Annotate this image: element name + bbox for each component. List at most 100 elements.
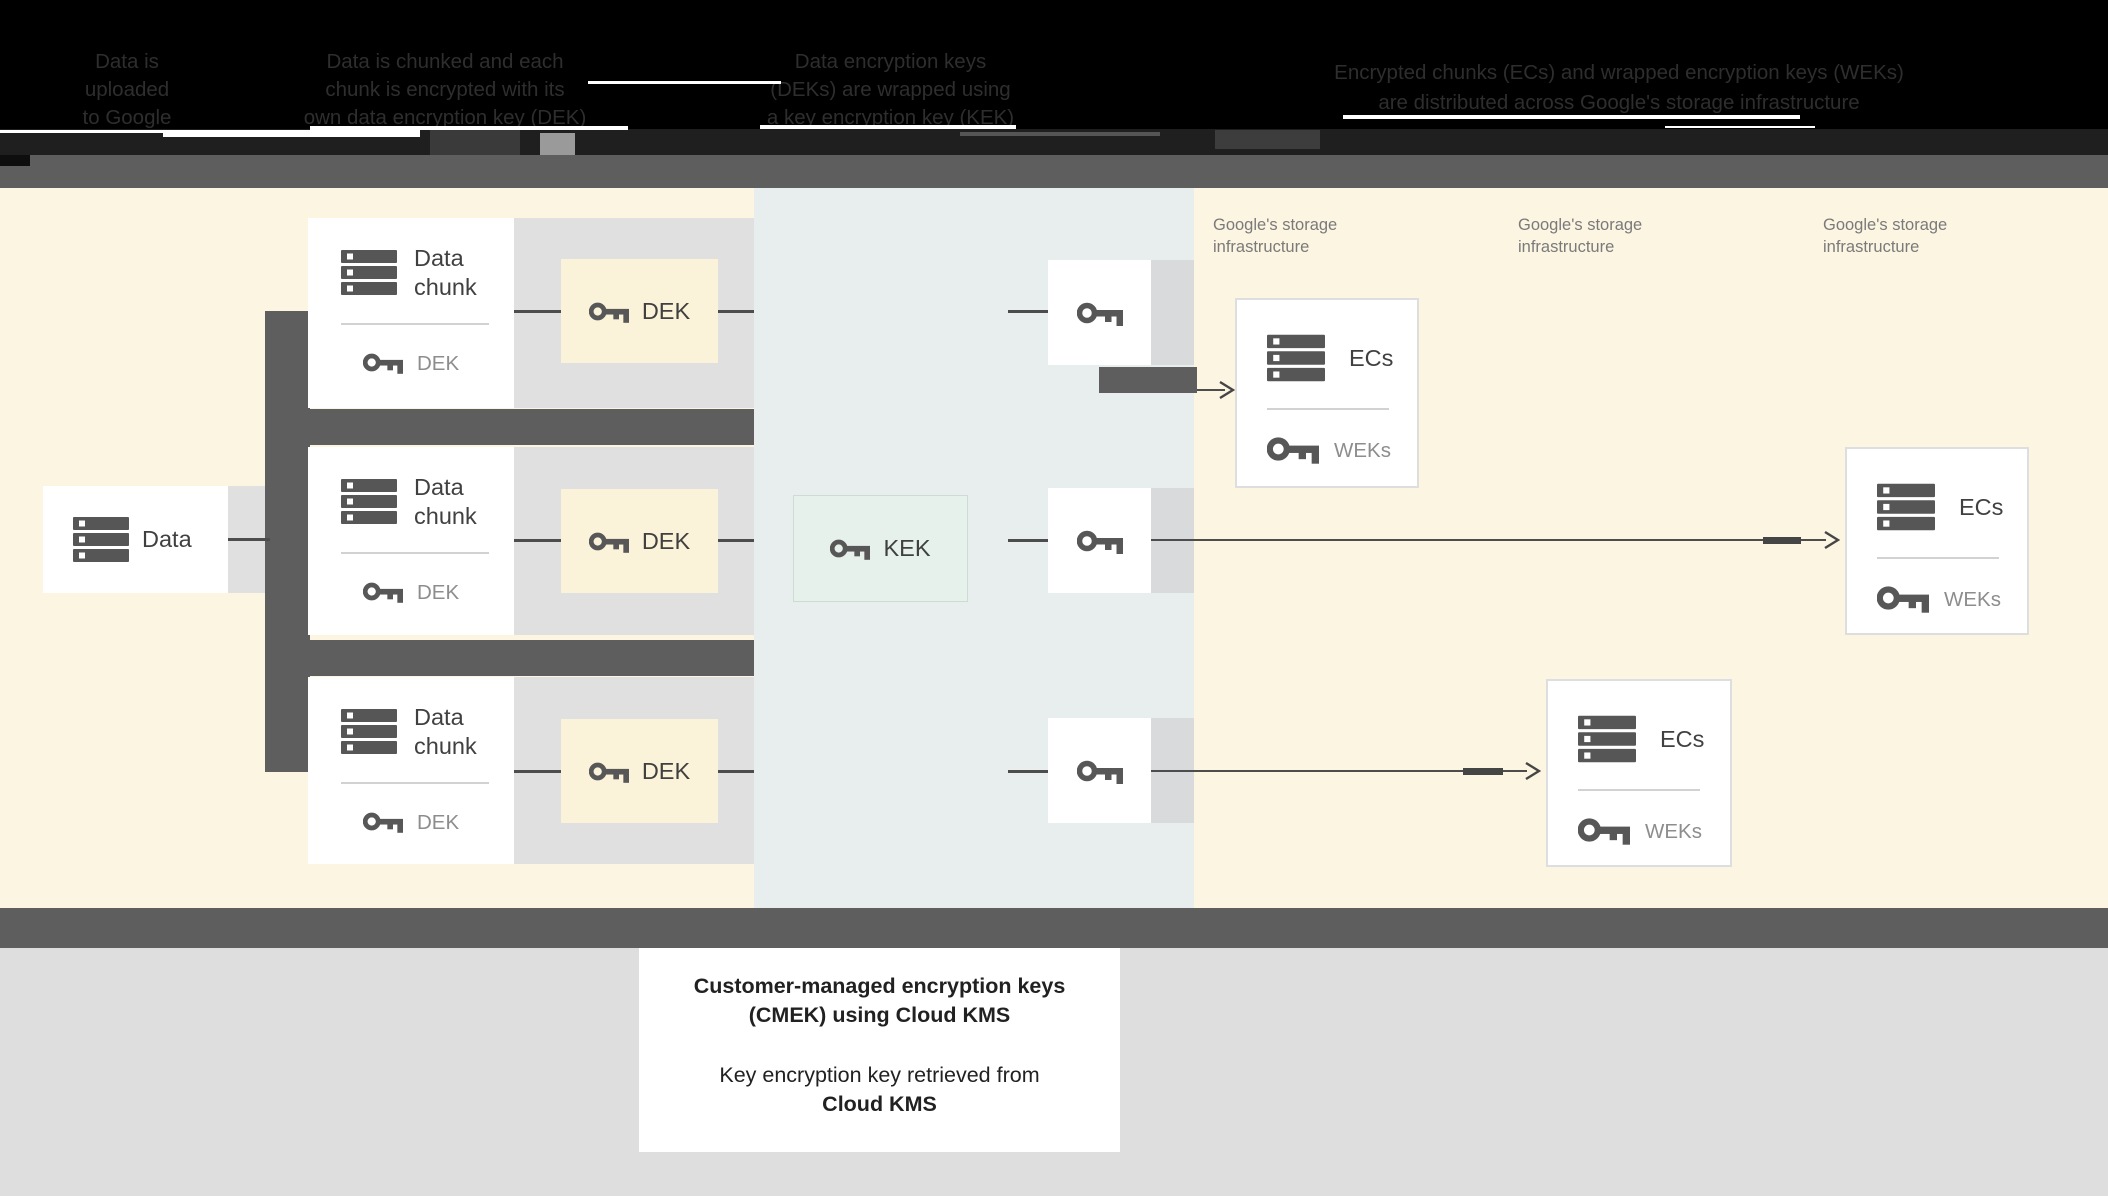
arrow-line bbox=[1151, 539, 1826, 541]
bottom-divider-band bbox=[0, 908, 2108, 948]
chunk-dek-caption: DEK bbox=[417, 581, 460, 604]
header-line: Data encryption keys bbox=[794, 50, 987, 73]
storage-icon bbox=[341, 709, 397, 754]
connector-line bbox=[718, 770, 754, 773]
kek-box: KEK bbox=[793, 495, 968, 602]
header-band: Data is uploaded to Google Data is chunk… bbox=[0, 0, 2108, 155]
storage-label-line: infrastructure bbox=[1518, 238, 1615, 256]
glitch-streak bbox=[1343, 115, 1800, 119]
data-box: Data bbox=[43, 486, 228, 593]
storage-icon bbox=[341, 479, 397, 524]
divider bbox=[341, 552, 489, 554]
storage-icon bbox=[1578, 715, 1636, 763]
cmek-info-line: Key encryption key retrieved from bbox=[719, 1063, 1040, 1087]
header-line: are distributed across Google's storage … bbox=[1378, 91, 1860, 114]
connector-line bbox=[1008, 539, 1048, 542]
glitch-streak bbox=[588, 81, 781, 84]
storage-icon bbox=[341, 250, 397, 295]
glitch-streak bbox=[163, 130, 420, 137]
data-chunk-box: Data chunk DEK bbox=[308, 447, 514, 635]
connector-line bbox=[718, 310, 754, 313]
glitch-streak bbox=[0, 130, 165, 133]
storage-icon bbox=[1267, 334, 1325, 382]
header-line: uploaded bbox=[84, 78, 170, 101]
connector-line bbox=[228, 538, 270, 541]
cmek-info-box: Customer-managed encryption keys (CMEK) … bbox=[639, 948, 1120, 1152]
weks-caption: WEKs bbox=[1334, 439, 1391, 462]
dek-label: DEK bbox=[641, 297, 691, 324]
arrowhead-icon bbox=[1824, 531, 1840, 549]
arrowhead-icon bbox=[1525, 762, 1541, 780]
arrow-thick-segment bbox=[1463, 768, 1503, 775]
glitch-block bbox=[540, 133, 575, 155]
key-icon bbox=[363, 351, 403, 374]
key-icon bbox=[1077, 300, 1123, 326]
dek-label: DEK bbox=[641, 757, 691, 784]
wrapping-key-box bbox=[1048, 260, 1151, 365]
weks-caption: WEKs bbox=[1645, 820, 1702, 843]
weks-caption: WEKs bbox=[1944, 588, 2001, 611]
storage-label-line: infrastructure bbox=[1823, 238, 1920, 256]
chunk-dek-caption: DEK bbox=[417, 352, 460, 375]
header-line: Data is chunked and each bbox=[326, 50, 564, 73]
chunk-title-line: Data bbox=[414, 474, 464, 500]
connector-line bbox=[1008, 310, 1048, 313]
fanout-bar bbox=[265, 311, 310, 772]
divider bbox=[1267, 408, 1389, 410]
row-divider-bar bbox=[265, 409, 754, 445]
connector-line bbox=[718, 539, 754, 542]
glitch-streak bbox=[310, 126, 628, 130]
header-step-chunking: Data is chunked and each chunk is encryp… bbox=[295, 48, 595, 132]
header-line: Encrypted chunks (ECs) and wrapped encry… bbox=[1334, 61, 1904, 84]
key-icon bbox=[1077, 758, 1123, 784]
header-line: a key encryption key (KEK) bbox=[766, 106, 1015, 129]
glitch-streak bbox=[1665, 126, 1815, 128]
key-icon bbox=[1267, 434, 1319, 464]
kek-label: KEK bbox=[883, 535, 931, 561]
key-icon bbox=[1077, 528, 1123, 554]
wrapping-key-box bbox=[1048, 718, 1151, 823]
data-box-label: Data bbox=[142, 526, 192, 552]
glitch-streak bbox=[760, 125, 1016, 129]
connector-line bbox=[514, 310, 563, 313]
cmek-info-line: Cloud KMS bbox=[822, 1092, 937, 1116]
key-icon bbox=[363, 810, 403, 833]
storage-infrastructure-label: Google's storage infrastructure bbox=[1823, 214, 1947, 258]
divider bbox=[341, 782, 489, 784]
chunk-title-line: chunk bbox=[414, 503, 477, 529]
storage-infrastructure-label: Google's storage infrastructure bbox=[1518, 214, 1642, 258]
storage-label-line: infrastructure bbox=[1213, 238, 1310, 256]
dek-box: DEK bbox=[561, 259, 718, 363]
data-chunk-box: Data chunk DEK bbox=[308, 677, 514, 864]
cmek-info-line: Customer-managed encryption keys bbox=[693, 974, 1066, 998]
chunk-title-line: chunk bbox=[414, 274, 477, 300]
arrowhead-icon bbox=[1219, 381, 1235, 399]
cmek-info-subtitle: Key encryption key retrieved from Cloud … bbox=[639, 1061, 1120, 1119]
chunk-title: Data chunk bbox=[414, 244, 477, 302]
key-icon bbox=[589, 300, 629, 323]
data-chunk-box: Data chunk DEK bbox=[308, 218, 514, 408]
chunk-title-line: Data bbox=[414, 245, 464, 271]
connector-line bbox=[1008, 770, 1048, 773]
top-divider-band bbox=[0, 155, 2108, 188]
header-step-distribution: Encrypted chunks (ECs) and wrapped encry… bbox=[1309, 58, 1929, 118]
glitch-block bbox=[1215, 130, 1320, 149]
header-step-wrapping: Data encryption keys (DEKs) are wrapped … bbox=[748, 48, 1033, 132]
dek-box: DEK bbox=[561, 489, 718, 593]
key-patch bbox=[1151, 260, 1194, 365]
wrapped-key-bar bbox=[1099, 367, 1197, 393]
ecs-label: ECs bbox=[1660, 726, 1705, 752]
header-line: chunk is encrypted with its bbox=[325, 78, 565, 101]
header-step-upload: Data is uploaded to Google bbox=[37, 48, 217, 132]
key-icon bbox=[363, 580, 403, 603]
key-icon bbox=[830, 537, 870, 560]
connector-line bbox=[514, 539, 563, 542]
storage-icon bbox=[73, 517, 129, 562]
cmek-info-title: Customer-managed encryption keys (CMEK) … bbox=[639, 972, 1120, 1030]
wrapping-key-box bbox=[1048, 488, 1151, 593]
ecs-label: ECs bbox=[1959, 494, 2004, 520]
ecs-label: ECs bbox=[1349, 345, 1394, 371]
dek-label: DEK bbox=[641, 527, 691, 554]
chunk-title: Data chunk bbox=[414, 703, 477, 761]
